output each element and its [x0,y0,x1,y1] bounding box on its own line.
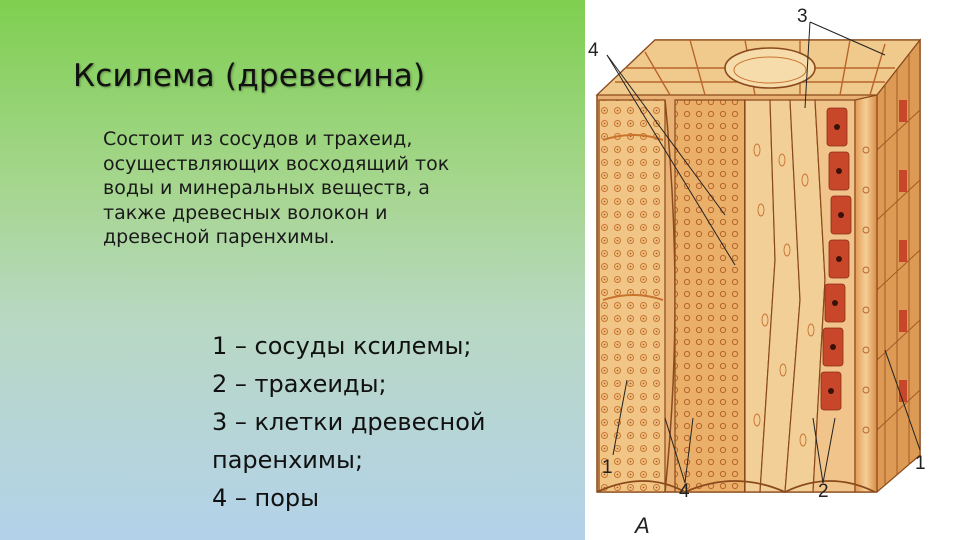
label-1-left: 1 [602,457,613,478]
label-4-bottom: 4 [679,481,690,502]
panel-letter: А [633,513,650,538]
description-line: Состоит из сосудов и трахеид, [103,128,413,150]
xylem-drawing: 3 4 1 4 2 1 А [588,6,926,538]
leader-lines [606,21,921,484]
label-1-right: 1 [915,453,926,474]
label-3-top: 3 [797,6,808,27]
legend-item: паренхимы; [212,446,364,474]
tracheids [744,99,826,493]
right-face-lines [876,55,921,485]
description-line: также древесных волокон и [103,201,388,224]
text-panel: Ксилема (древесина) Состоит из сосудов и… [0,0,585,540]
legend-item: 2 – трахеиды; [212,370,387,398]
vessel-center [674,99,746,493]
label-4-top: 4 [588,40,599,61]
slide-title: Ксилема (древесина) [73,58,426,94]
description-line: воды и минеральных веществ, а [103,177,430,199]
legend-item: 1 – сосуды ксилемы; [212,332,472,360]
parenchyma-nuclei [828,124,844,394]
bottom-cut [596,480,876,494]
label-2-bottom: 2 [818,481,829,502]
vessel-right [854,94,878,493]
legend-item: 4 – поры [212,484,320,512]
top-vessel-opening [724,47,816,89]
description: Состоит из сосудов и трахеид, осуществля… [103,127,543,250]
legend: 1 – сосуды ксилемы; 2 – трахеиды; 3 – кл… [212,327,542,517]
legend-item: 3 – клетки древесной [212,408,486,436]
xylem-illustration: 3 4 1 4 2 1 А [585,0,960,540]
right-face-cells [899,100,907,402]
tracheid-pits [753,143,815,447]
description-line: древесной паренхимы. [103,226,335,248]
description-line: осуществляющих восходящий ток [103,152,450,175]
